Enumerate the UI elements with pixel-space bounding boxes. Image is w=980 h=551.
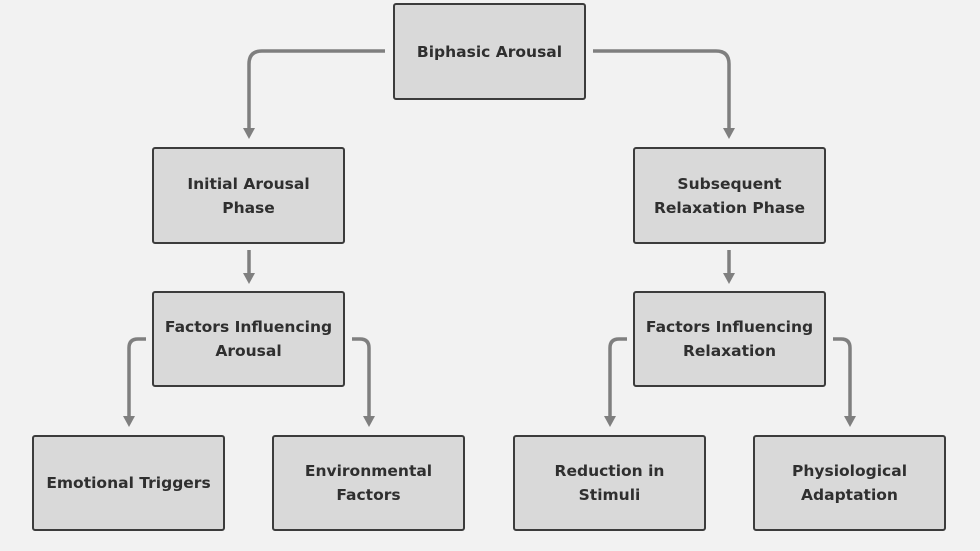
- arrowhead-reduction: [604, 416, 616, 427]
- arrowhead-initial: [243, 128, 255, 139]
- arrowhead-factors_relaxation: [723, 273, 735, 284]
- connector-root-to-subsequent: [593, 49, 731, 130]
- node-label: Biphasic Arousal: [416, 42, 563, 61]
- node-factors-influencing-relaxation: Factors Influencing Relaxation: [633, 291, 826, 387]
- arrowhead-environmental: [363, 416, 375, 427]
- arrowhead-physiological: [844, 416, 856, 427]
- node-environmental-factors: Environmental Factors: [272, 435, 465, 531]
- node-factors-influencing-arousal: Factors Influencing Arousal: [152, 291, 345, 387]
- connector-factors_arousal-to-emotional: [127, 337, 146, 418]
- node-subsequent-relaxation-phase: Subsequent Relaxation Phase: [633, 147, 826, 244]
- node-label: Reduction in Stimuli: [554, 462, 665, 504]
- connector-factors_relaxation-to-physiological: [833, 337, 852, 418]
- node-emotional-triggers: Emotional Triggers: [32, 435, 225, 531]
- arrowhead-emotional: [123, 416, 135, 427]
- arrowhead-factors_arousal: [243, 273, 255, 284]
- connector-factors_arousal-to-environmental: [352, 337, 371, 418]
- node-label: Factors Influencing Arousal: [164, 318, 333, 360]
- arrowhead-subsequent: [723, 128, 735, 139]
- node-label: Factors Influencing Relaxation: [645, 318, 814, 360]
- connector-root-to-initial: [247, 49, 385, 130]
- node-label: Initial Arousal Phase: [187, 174, 310, 217]
- node-label: Emotional Triggers: [46, 474, 211, 492]
- node-biphasic-arousal: Biphasic Arousal: [393, 3, 586, 100]
- node-label: Subsequent Relaxation Phase: [653, 174, 806, 217]
- connector-factors_relaxation-to-reduction: [608, 337, 627, 418]
- node-initial-arousal-phase: Initial Arousal Phase: [152, 147, 345, 244]
- node-reduction-in-stimuli: Reduction in Stimuli: [513, 435, 706, 531]
- node-physiological-adaptation: Physiological Adaptation: [753, 435, 946, 531]
- node-label: Environmental Factors: [304, 462, 433, 504]
- node-label: Physiological Adaptation: [791, 462, 908, 504]
